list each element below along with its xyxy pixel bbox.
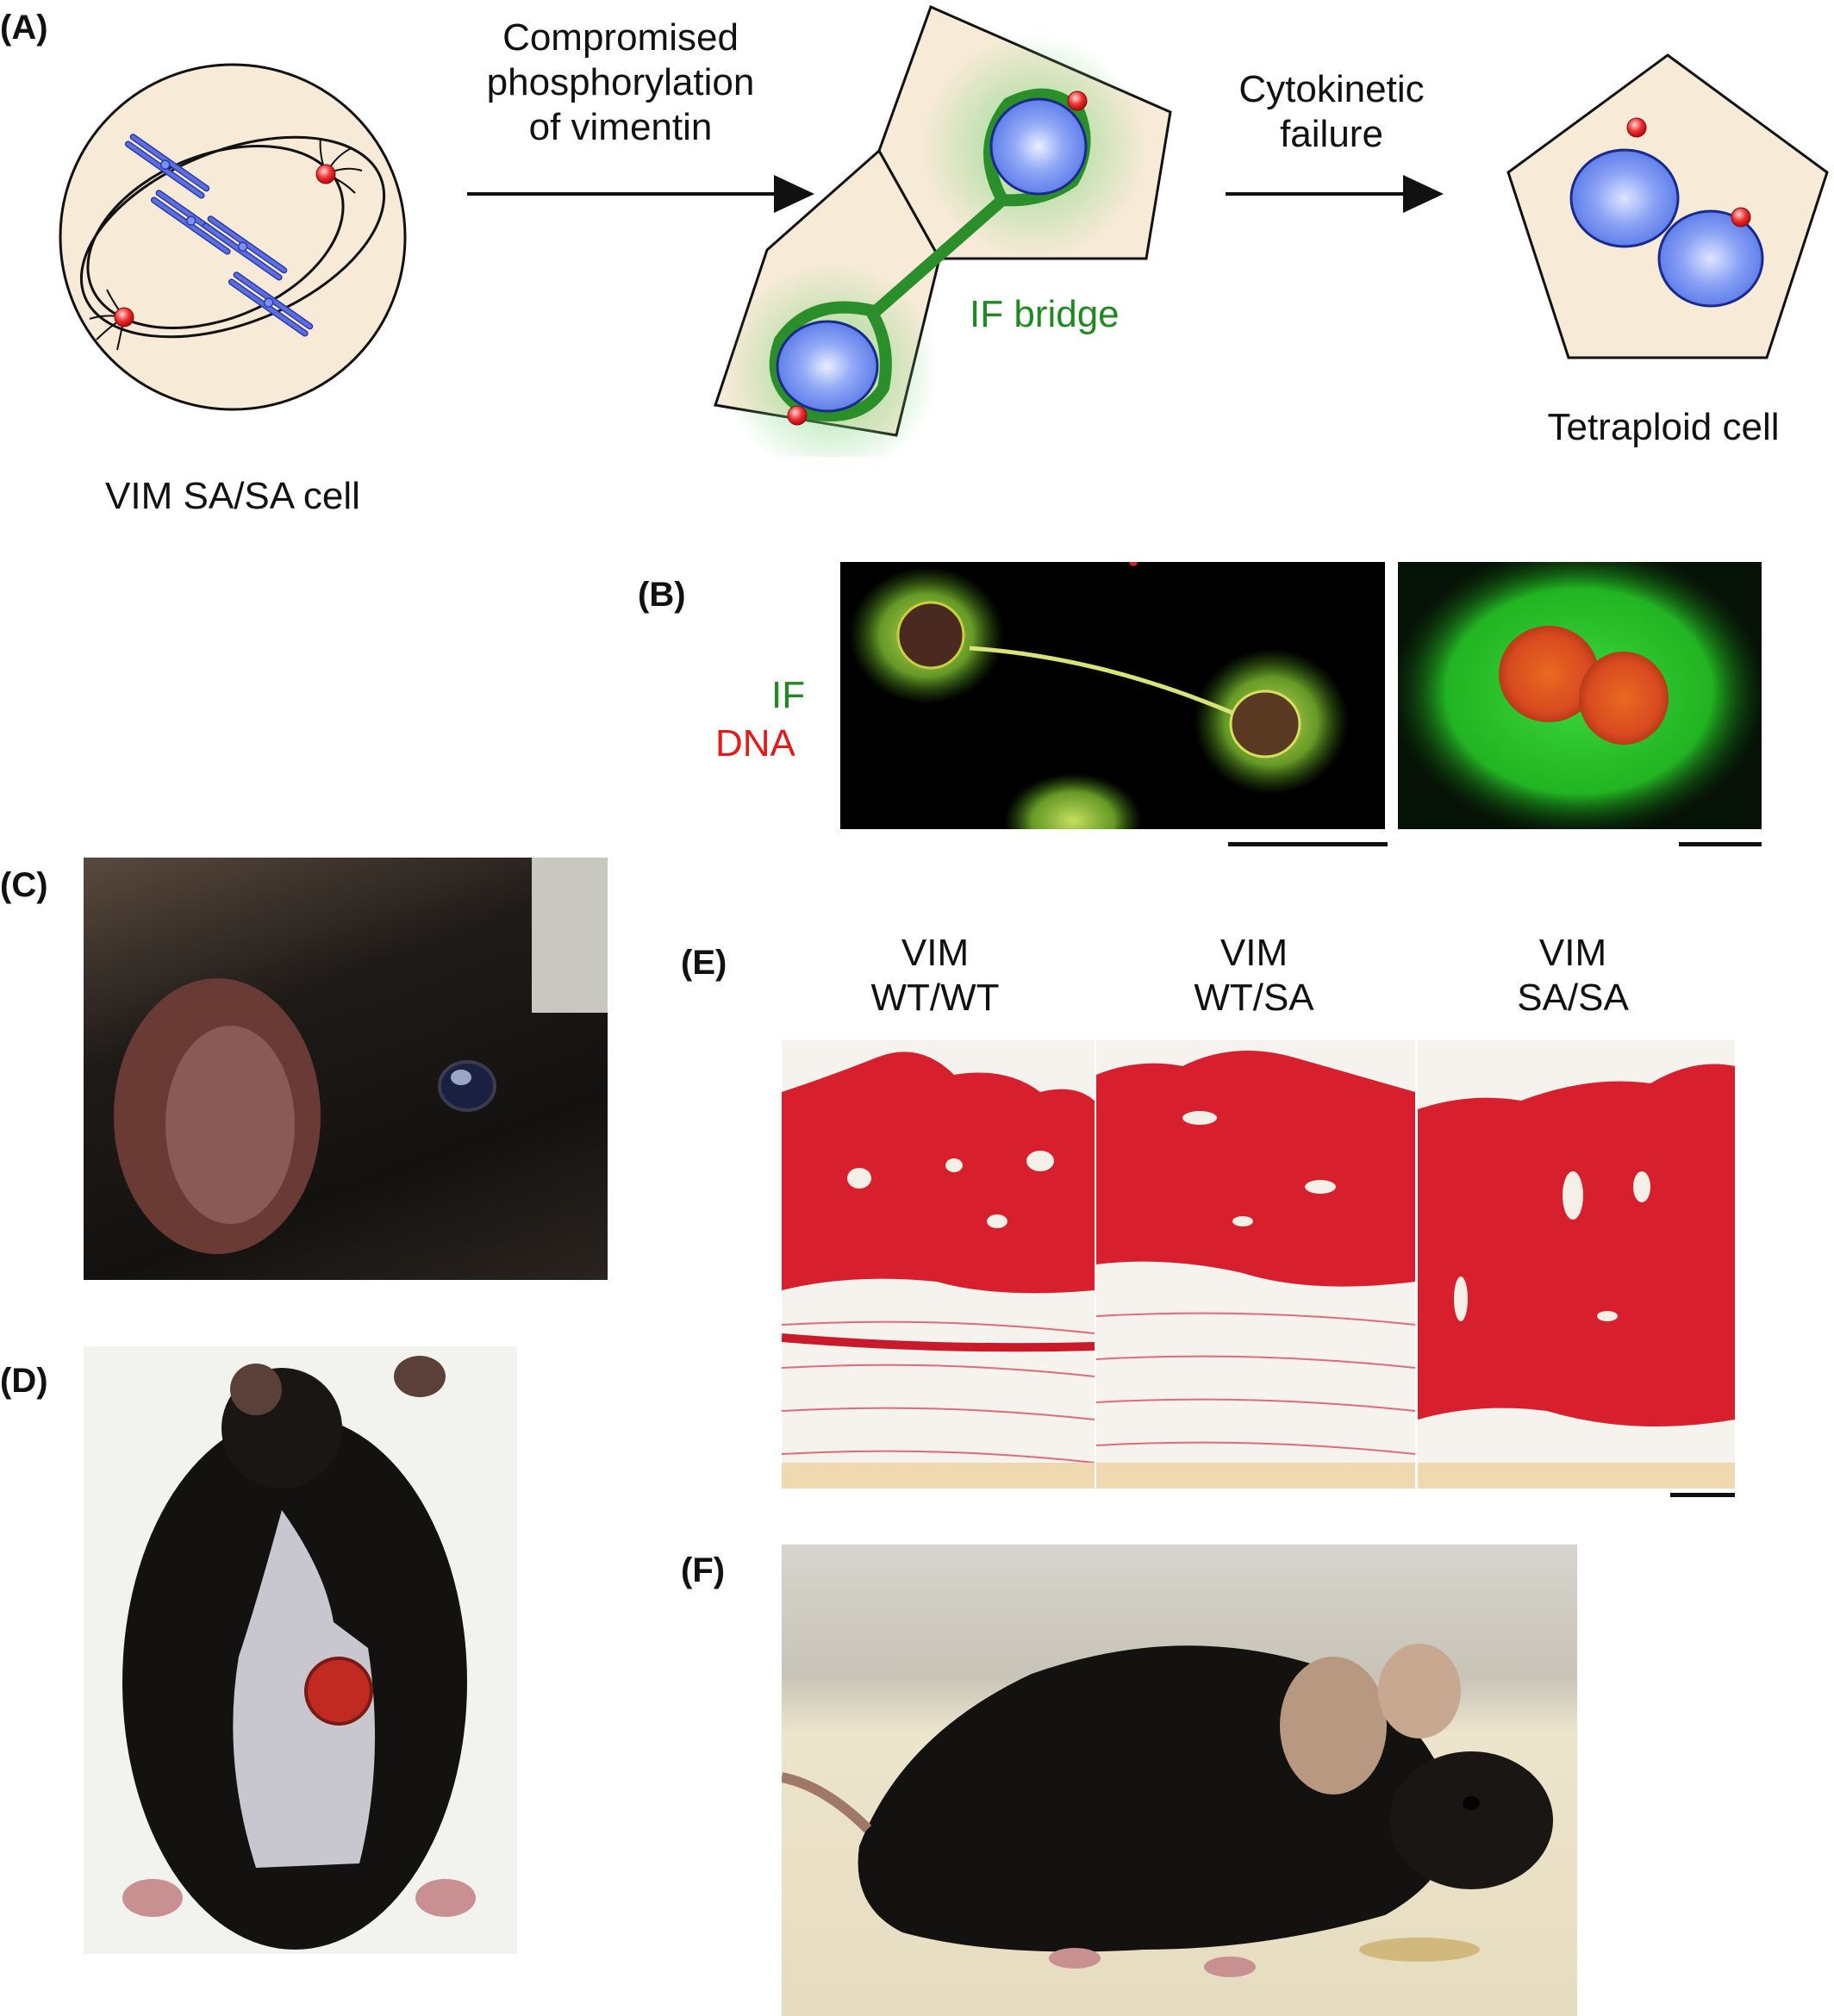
photo-mouse-head (84, 858, 608, 1280)
column-header-wtwt: VIM WT/WT (827, 931, 1043, 1020)
mitotic-cell-illustration (59, 63, 407, 411)
panel-f-label: (F) (681, 1551, 726, 1589)
column-header-line: VIM (1220, 932, 1288, 974)
panel-c-label: (C) (0, 866, 48, 904)
arrow1-caption-line: Compromised (502, 16, 739, 59)
panel-e-label: (E) (681, 944, 727, 982)
arrow1-caption-line: of vimentin (528, 106, 713, 148)
photo-mouse-wound (84, 1346, 517, 1954)
histology-wtsa (1096, 1040, 1415, 1489)
column-header-wtsa: VIM WT/SA (1146, 931, 1362, 1020)
scale-bar-b1 (1228, 842, 1388, 846)
photo-mouse-side (782, 1545, 1577, 2016)
arrow1-caption: Compromised phosphorylation of vimentin (431, 16, 810, 150)
tetraploid-cell-illustration (1506, 53, 1829, 359)
tetraploid-cell-caption: Tetraploid cell (1547, 406, 1780, 448)
column-header-line: VIM (901, 932, 970, 974)
if-bridge-label: IF bridge (970, 293, 1120, 335)
arrow2 (1226, 175, 1444, 213)
micrograph-if-bridge (840, 562, 1385, 829)
arrow2-caption-line: failure (1280, 113, 1383, 155)
panel-b-label: (B) (638, 576, 686, 614)
column-header-sasa: VIM SA/SA (1465, 931, 1681, 1020)
mitotic-cell-caption: VIM SA/SA cell (105, 475, 360, 517)
arrow1-caption-line: phosphorylation (486, 61, 755, 103)
arrow2-caption-line: Cytokinetic (1238, 68, 1425, 110)
column-header-line: SA/SA (1517, 977, 1629, 1019)
arrow1 (467, 175, 814, 213)
scale-bar-b2 (1679, 842, 1762, 846)
arrow2-caption: Cytokinetic failure (1189, 67, 1474, 157)
column-header-line: WT/SA (1194, 977, 1314, 1019)
histology-sasa (1418, 1040, 1735, 1489)
micrograph-tetraploid (1398, 562, 1762, 829)
panel-d-label: (D) (0, 1362, 48, 1400)
if-bridge-illustration (714, 4, 1172, 457)
histology-wtwt (782, 1040, 1095, 1489)
column-header-line: VIM (1538, 932, 1607, 974)
panel-a-label: (A) (0, 9, 48, 47)
legend-dna: DNA (715, 722, 795, 765)
column-header-line: WT/WT (870, 977, 1000, 1019)
scale-bar-e (1670, 1493, 1735, 1497)
legend-if: IF (771, 674, 806, 716)
